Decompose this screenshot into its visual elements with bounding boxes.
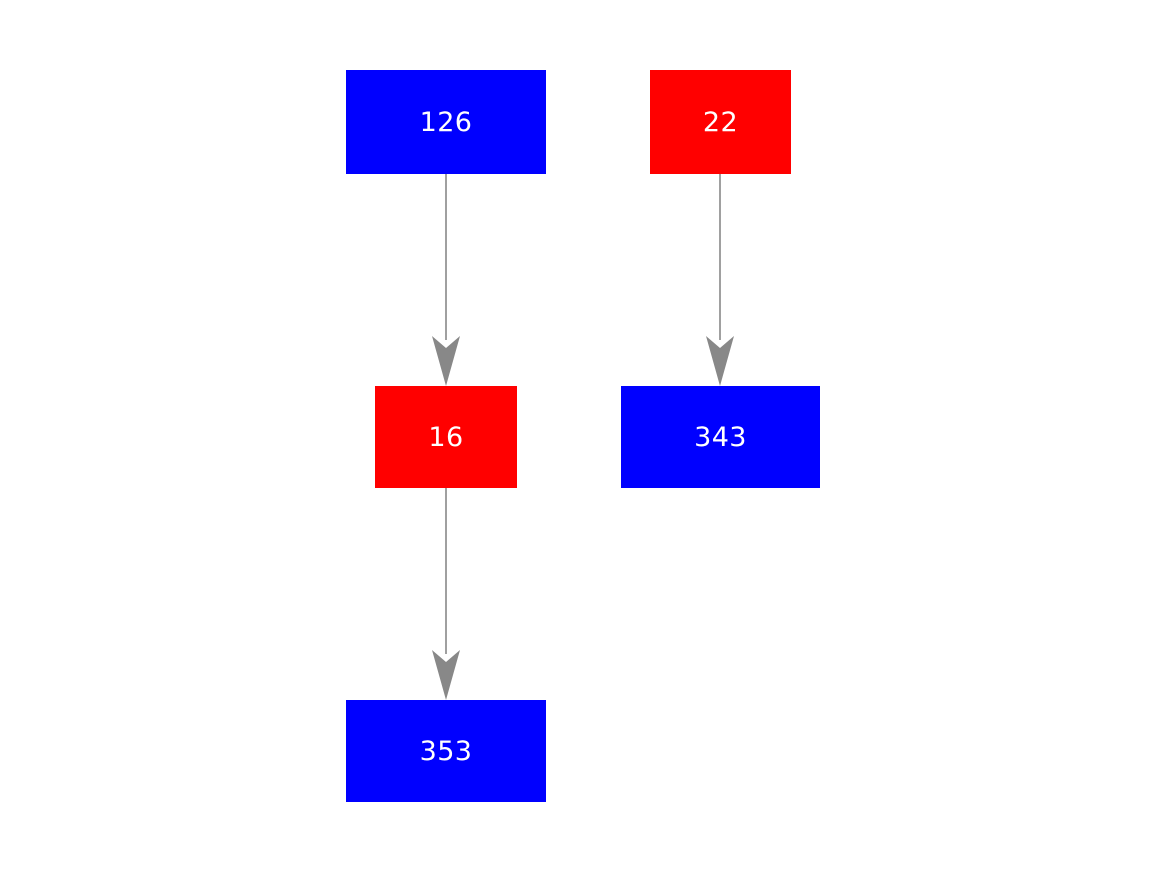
graph-node-16[interactable]: 16 — [375, 386, 517, 488]
graph-node-22[interactable]: 22 — [650, 70, 791, 174]
graph-node-126[interactable]: 126 — [346, 70, 546, 174]
graph-edge — [432, 488, 460, 700]
graph-node-label: 22 — [702, 106, 739, 138]
edge-arrowhead-icon — [432, 336, 460, 386]
edge-arrowhead-icon — [432, 650, 460, 700]
graph-edge — [432, 174, 460, 386]
graph-node-label: 16 — [428, 421, 464, 453]
graph-node-label: 343 — [694, 421, 747, 453]
graph-node-label: 353 — [419, 735, 473, 767]
graph-edge — [706, 174, 734, 386]
graph-node-343[interactable]: 343 — [621, 386, 820, 488]
graph-node-label: 126 — [419, 106, 473, 138]
edge-arrowhead-icon — [706, 336, 734, 386]
graph-node-353[interactable]: 353 — [346, 700, 546, 802]
